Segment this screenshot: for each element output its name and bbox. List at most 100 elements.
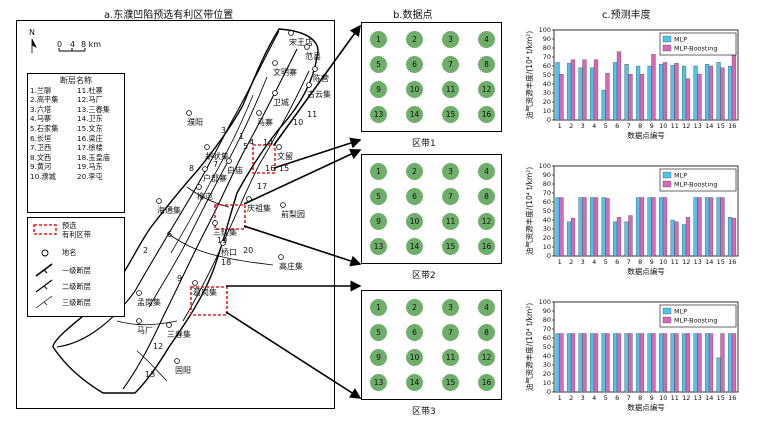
place-label: 固阳 (175, 366, 191, 375)
fault-number-label: 7 (213, 160, 218, 169)
bar-boosting-10 (662, 62, 668, 121)
bar-mlp-4 (589, 197, 595, 257)
x-tick-label: 6 (615, 394, 619, 402)
x-tick-label: 4 (592, 258, 596, 266)
bar-boosting-14 (708, 197, 714, 257)
bar-boosting-3 (582, 333, 587, 393)
x-tick-label: 11 (671, 258, 679, 266)
fault-name-item: 10.濮城 (30, 171, 56, 181)
bar-mlp-8 (635, 197, 641, 257)
bar-boosting-10 (662, 333, 668, 393)
y-tick-label: 80 (543, 316, 551, 324)
compass-label: N (29, 28, 35, 37)
place-marker-icon (220, 240, 226, 246)
y-tick-label: 50 (543, 343, 551, 351)
zone1-point-7: 7 (442, 56, 459, 73)
bar-mlp-14 (704, 333, 710, 393)
zone2-point-2: 2 (406, 163, 423, 180)
legend-label: MLP (674, 308, 687, 316)
bar-mlp-4 (589, 67, 595, 121)
y-tick-label: 30 (543, 225, 551, 233)
fault2-legend-label: 二级断层 (62, 282, 91, 291)
fault-name-item: 2.高平集 (30, 95, 59, 105)
fault-number-label: 16 (265, 164, 275, 173)
place-marker-icon (186, 110, 192, 116)
fault-name-item: 8.文西 (30, 152, 52, 162)
y-tick-label: 0 (547, 388, 551, 396)
place-marker-icon (276, 144, 282, 150)
place-marker-icon (304, 44, 310, 50)
bar-mlp-5 (601, 197, 606, 257)
bar-boosting-7 (628, 73, 633, 121)
fault-name-item: 15.文东 (77, 123, 103, 133)
place-marker-icon (196, 184, 202, 190)
zone2-point-14: 14 (406, 238, 423, 255)
bar-mlp-14 (704, 197, 710, 257)
bar-mlp-16 (727, 65, 733, 121)
legend-box (659, 32, 737, 56)
place-label: 卫城 (273, 98, 289, 107)
fault-number-label: 14 (263, 138, 273, 147)
y-tick-label: 100 (539, 162, 551, 170)
y-tick-label: 0 (547, 252, 551, 260)
scale-4: 4 (70, 40, 75, 49)
bar-mlp-9 (647, 65, 652, 121)
bar-mlp-12 (681, 224, 687, 257)
x-tick-label: 3 (581, 122, 585, 130)
place-marker-icon (136, 290, 142, 296)
bar-boosting-2 (570, 333, 576, 393)
fault-number-label: 4 (249, 138, 254, 147)
fault-name-item: 18.玉皇庙 (77, 152, 110, 162)
fault-line-1 (56, 30, 280, 348)
x-tick-label: 3 (581, 394, 585, 402)
zone1-point-6: 6 (406, 56, 423, 73)
bar-mlp-9 (647, 197, 652, 257)
place-label: 白庙 (227, 165, 243, 175)
x-tick-label: 8 (638, 394, 642, 402)
zone2-point-5: 5 (370, 188, 387, 205)
fault-number-label: 6 (167, 230, 172, 239)
zone1-point-10: 10 (406, 81, 423, 98)
x-tick-label: 2 (569, 122, 573, 130)
x-tick-label: 13 (694, 258, 702, 266)
x-tick-label: 15 (717, 394, 725, 402)
fault-line-7 (116, 320, 178, 326)
zone3-point-2: 2 (406, 299, 423, 316)
x-tick-label: 2 (569, 394, 573, 402)
y-axis-title: 油气资源丰度/(10⁴ t/km²) (524, 31, 534, 120)
x-tick-label: 10 (659, 258, 667, 266)
place-symbol-icon (41, 249, 49, 257)
fault-line-2 (122, 48, 298, 390)
fault-name-item: 16.梁庄 (77, 133, 103, 143)
bar-mlp-9 (647, 333, 652, 393)
bar-boosting-7 (628, 215, 633, 257)
bar-boosting-14 (708, 333, 714, 393)
zone2-point-16: 16 (478, 238, 495, 255)
fault-name-item: 5.石家集 (30, 123, 59, 133)
zone3-point-15: 15 (442, 374, 459, 391)
bar-boosting-8 (639, 73, 645, 121)
fault1-legend-label: 一级断层 (62, 266, 91, 275)
place-label: 桥口 (221, 247, 237, 257)
bar-mlp-13 (693, 65, 698, 121)
zone3-point-1: 1 (370, 299, 387, 316)
y-tick-label: 50 (543, 207, 551, 215)
bar-boosting-2 (570, 218, 576, 257)
bar-mlp-1 (555, 197, 560, 257)
y-tick-label: 60 (543, 62, 551, 70)
zone1-point-1: 1 (370, 31, 387, 48)
bar-boosting-4 (593, 333, 599, 393)
legend-swatch (662, 180, 672, 188)
x-tick-label: 4 (592, 394, 596, 402)
bar-boosting-15 (720, 197, 725, 257)
fault-name-item: 4.马寨 (30, 114, 52, 124)
bar-mlp-13 (693, 333, 698, 393)
legend-swatch (662, 35, 672, 43)
bar-boosting-9 (651, 333, 656, 393)
bar-boosting-6 (616, 51, 622, 121)
place-marker-icon (156, 198, 162, 204)
